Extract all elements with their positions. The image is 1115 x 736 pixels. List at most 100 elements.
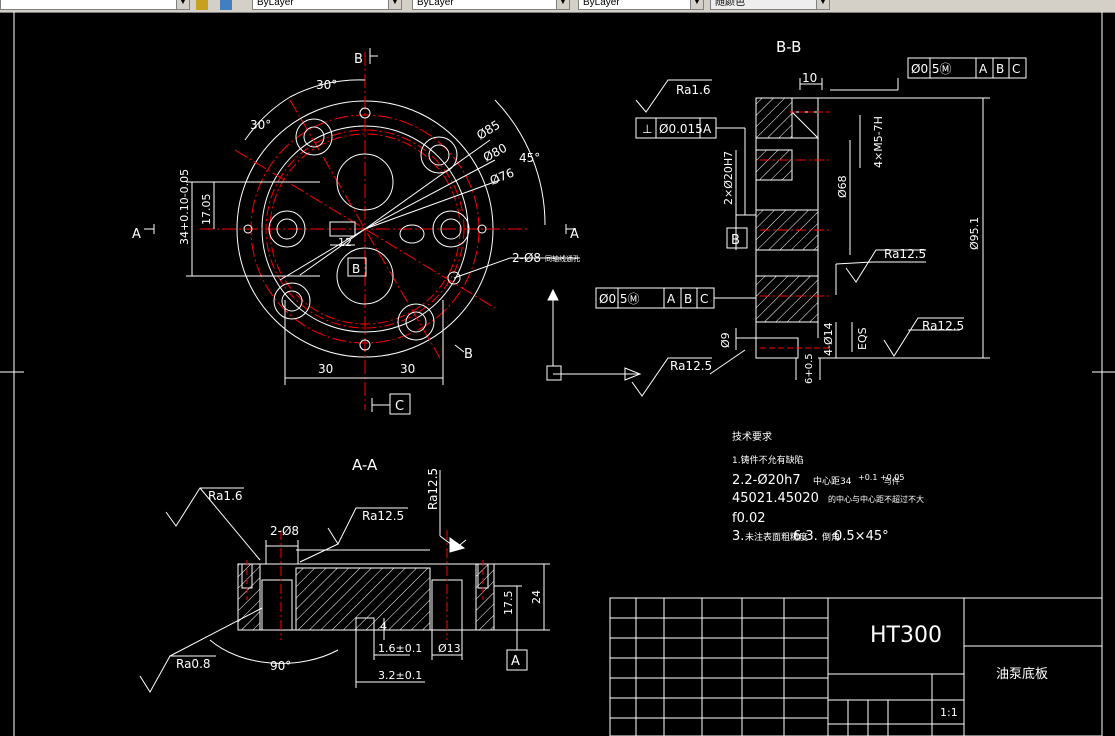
notes-line5-end: 0.5×45° (834, 529, 889, 544)
tol-frame2-a: A (667, 292, 676, 306)
layer-state-icon[interactable] (196, 0, 208, 10)
dim-6-label: 6+0.5 (804, 353, 815, 384)
properties-toolbar: ▼ ByLayer▼ ByLayer▼ ByLayer▼ 随颜色▼ (0, 0, 1115, 13)
tol-frame2-zone: Ø0.5Ⓜ (599, 292, 640, 306)
tol-frame-a: A (979, 62, 988, 76)
section-aa-title: A-A (352, 456, 378, 474)
dia-95-label: Ø95.1 (968, 217, 981, 250)
plan-view-labels: B A A B 30° 30° 45° Ø85 Ø80 Ø76 17.05 34… (132, 52, 580, 414)
notes-line5-mid: 6.3. (793, 529, 818, 544)
hole-note-small: 同轴线通孔 (545, 254, 580, 263)
angle-45: 45° (519, 151, 540, 165)
dim-17-label: 17.05 (200, 194, 213, 226)
ra-right-label: Ra12.5 (922, 319, 964, 333)
notes-line1: 1.铸件不允有缺陷 (732, 454, 804, 466)
title-block (609, 597, 1103, 736)
tol-frame2-b: B (684, 292, 692, 306)
dia-80-label: Ø80 (481, 141, 509, 165)
angle-30-left: 30° (250, 118, 271, 132)
drawing-canvas[interactable]: B A A B 30° 30° 45° Ø85 Ø80 Ø76 17.05 34… (0, 12, 1115, 736)
tol-frame-c: C (1012, 62, 1020, 76)
bore-label: 2×Ø20H7 (722, 151, 735, 205)
dim-32-label: 3.2±0.1 (378, 669, 422, 682)
section-bb-view (546, 57, 1027, 397)
dia-76-label: Ø76 (488, 166, 516, 188)
ra-bottom-label: Ra12.5 (670, 359, 712, 373)
dia-68-label: Ø68 (836, 175, 849, 198)
ra-bottom-aa: Ra0.8 (176, 657, 211, 671)
title-block-labels: HT300 油泵底板 1:1 (870, 623, 1048, 719)
dia-85-label: Ø85 (474, 118, 502, 143)
perp-tolerance: Ø0.015 (659, 122, 703, 136)
angle-90-label: 90° (270, 659, 291, 673)
notes-line2-main: 2.2-Ø20h7 (732, 473, 801, 488)
notes-line2-tol: +0.1 +0.05 (858, 473, 904, 482)
layer-combo[interactable]: ▼ (0, 0, 190, 10)
dropdown-arrow-icon[interactable]: ▼ (388, 0, 401, 9)
dropdown-arrow-icon[interactable]: ▼ (816, 0, 829, 9)
section-bb-title: B-B (776, 38, 801, 56)
section-aa-view (139, 470, 550, 693)
perp-datum: A (703, 122, 712, 136)
notes-line4: f0.02 (732, 511, 766, 526)
section-b-label-top: B (354, 52, 363, 67)
dim-13-label: Ø13 (438, 642, 461, 655)
datum-b-plan-label: B (352, 262, 360, 276)
eqs-label: EQS (856, 327, 869, 350)
notes-line5-small: 未注表面粗糙度 (745, 531, 808, 543)
notes-line5-main: 3. (732, 529, 744, 544)
hole-note: 2-Ø8 (512, 251, 541, 265)
section-a-label-right: A (570, 227, 579, 242)
dim-175-label: 17.5 (502, 591, 515, 616)
ra-mid-label: Ra12.5 (884, 247, 926, 261)
tol-frame2-c: C (700, 292, 708, 306)
dim-9-label: Ø9 (719, 332, 732, 348)
section-b-label-bottom: B (464, 347, 473, 362)
tol-frame-b: B (996, 62, 1004, 76)
dropdown-arrow-icon[interactable]: ▼ (690, 0, 703, 9)
dim-30-right: 30 (400, 362, 415, 376)
technical-notes: 技术要求 1.铸件不允有缺陷 2.2-Ø20h7 中心距34 +0.1 +0.0… (732, 430, 924, 544)
dim-12-label: 12 (338, 236, 352, 249)
plotstyle-combo[interactable]: 随颜色▼ (710, 0, 830, 10)
notes-heading: 技术要求 (732, 430, 772, 443)
plan-view (144, 48, 580, 415)
notes-line2-end: 与件 (884, 476, 900, 486)
dim-24-label: 24 (530, 590, 543, 604)
dim-16-label: 1.6±0.1 (378, 642, 422, 655)
dropdown-arrow-icon[interactable]: ▼ (176, 0, 189, 9)
tol-frame-zone: Ø0.5Ⓜ (911, 62, 952, 76)
dim-34-label: 34+0.10-0.05 (178, 169, 191, 245)
thread-label: 4×M5-7H (872, 116, 885, 168)
ra-left-aa: Ra1.6 (208, 489, 243, 503)
ra-mid-aa: Ra12.5 (362, 509, 404, 523)
section-bb-labels: B-B 10 Ø0.5Ⓜ A B C Ra1.6 ⊥ Ø0.015 A 4×M5… (599, 38, 1020, 384)
datum-c-label: C (395, 399, 404, 414)
datum-b-label: B (731, 233, 740, 248)
dia-8-label: 2-Ø8 (270, 524, 299, 538)
material-label: HT300 (870, 623, 942, 648)
part-name-label: 油泵底板 (996, 666, 1048, 682)
dim-4-label: 4 (380, 620, 387, 633)
dropdown-arrow-icon[interactable]: ▼ (556, 0, 569, 9)
notes-line5-small2: 倒角 (822, 531, 840, 543)
lineweight-combo[interactable]: ByLayer▼ (578, 0, 704, 10)
angle-30-top: 30° (316, 78, 337, 92)
color-combo[interactable]: ByLayer▼ (252, 0, 402, 10)
notes-line3-main: 45021.45020 (732, 491, 819, 506)
section-aa-labels: A-A Ra1.6 2-Ø8 Ra12.5 Ra12.5 17.5 24 Ra0… (176, 456, 543, 682)
ra-top-aa: Ra12.5 (426, 468, 440, 510)
linetype-combo[interactable]: ByLayer▼ (412, 0, 570, 10)
notes-line2-small: 中心距34 (813, 475, 852, 487)
ra-top-label: Ra1.6 (676, 83, 711, 97)
perp-symbol: ⊥ (642, 122, 652, 136)
section-a-label-left: A (132, 227, 141, 242)
dim-30-left: 30 (318, 362, 333, 376)
counterbore-label: 4-Ø14 (822, 322, 835, 356)
notes-line3-small: 的中心与中心距不超过不大 (828, 494, 924, 504)
layer-previous-icon[interactable] (220, 0, 232, 10)
dim-10-label: 10 (802, 71, 817, 85)
datum-a-label: A (511, 654, 520, 669)
scale-label: 1:1 (940, 706, 958, 719)
